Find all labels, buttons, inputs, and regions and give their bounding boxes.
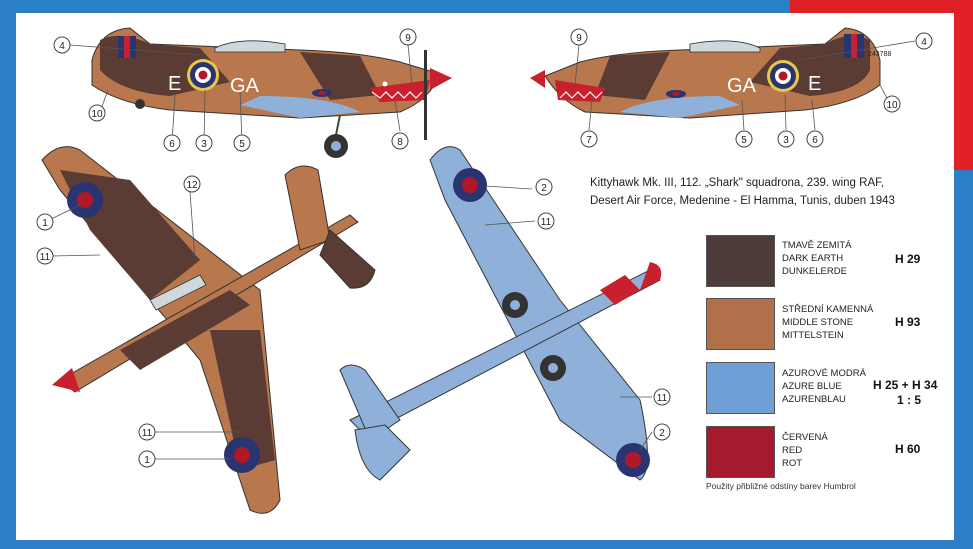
humbrol-note: Použity přibližné odstíny barev Humbrol	[706, 481, 856, 491]
swatch-azure-blue	[706, 362, 775, 414]
callout-10-left: 10	[88, 104, 106, 122]
callout-10-right: 10	[883, 95, 901, 113]
svg-text:3: 3	[201, 139, 207, 150]
callout-3-left: 3	[195, 134, 213, 152]
caption-line-1: Kittyhawk Mk. III, 112. „Shark" squadron…	[590, 177, 885, 189]
svg-text:1: 1	[42, 218, 48, 229]
callout-3-right: 3	[777, 130, 795, 148]
squadron-code-right: GA	[727, 75, 757, 97]
callout-5-left: 5	[233, 134, 251, 152]
svg-text:10: 10	[91, 109, 103, 120]
humbrol-code-azure-blue: H 25 + H 34	[873, 378, 938, 392]
callout-9-left: 9	[399, 28, 417, 46]
svg-text:9: 9	[405, 33, 411, 44]
callout-2-bottom-lower: 2	[653, 423, 671, 441]
svg-text:5: 5	[239, 139, 245, 150]
svg-text:11: 11	[40, 252, 51, 263]
callout-9-right: 9	[570, 28, 588, 46]
callout-5-right: 5	[735, 130, 753, 148]
humbrol-code-dark-earth: H 29	[895, 252, 921, 266]
svg-text:4: 4	[921, 37, 927, 48]
swatch-dark-earth	[706, 235, 775, 287]
callout-11-bottom: 11	[537, 212, 555, 230]
code-letter-left: E	[168, 73, 181, 95]
callout-11-bottom-lower: 11	[653, 388, 671, 406]
callout-6-left: 6	[163, 134, 181, 152]
side-view-right	[530, 27, 881, 119]
svg-text:11: 11	[541, 217, 552, 228]
callout-11-top: 11	[36, 247, 54, 265]
top-view	[41, 146, 376, 514]
svg-text:10: 10	[886, 100, 898, 111]
svg-text:4: 4	[59, 41, 65, 52]
code-letter-right: E	[808, 73, 821, 95]
svg-text:2: 2	[541, 183, 547, 194]
svg-text:2: 2	[659, 428, 665, 439]
squadron-code-left: GA	[230, 75, 260, 97]
callout-7-right: 7	[580, 130, 598, 148]
svg-text:5: 5	[741, 135, 747, 146]
callout-4-right: 4	[915, 32, 933, 50]
svg-text:6: 6	[812, 135, 818, 146]
svg-text:3: 3	[783, 135, 789, 146]
aircraft-caption: Kittyhawk Mk. III, 112. „Shark" squadron…	[590, 174, 950, 210]
humbrol-code-middle-stone: H 93	[895, 315, 921, 329]
callout-8-left: 8	[391, 132, 409, 150]
svg-text:11: 11	[142, 428, 153, 439]
side-view-left	[91, 27, 452, 158]
callout-4-left: 4	[53, 36, 71, 54]
callout-6-right: 6	[806, 130, 824, 148]
humbrol-code-red: H 60	[895, 442, 921, 456]
red-side-strip	[954, 0, 973, 170]
serial-number: 243788	[868, 51, 891, 58]
swatch-red	[706, 426, 775, 478]
svg-text:11: 11	[657, 393, 668, 404]
svg-text:8: 8	[397, 137, 403, 148]
svg-text:12: 12	[186, 180, 198, 191]
svg-text:6: 6	[169, 139, 175, 150]
callout-12-top: 12	[183, 175, 201, 193]
callout-2-bottom: 2	[535, 178, 553, 196]
callout-1-top-lower: 1	[138, 450, 156, 468]
callout-1-top: 1	[36, 213, 54, 231]
svg-text:9: 9	[576, 33, 582, 44]
caption-line-2: Desert Air Force, Medenine - El Hamma, T…	[590, 195, 895, 207]
bottom-view	[339, 146, 662, 481]
svg-text:1: 1	[144, 455, 150, 466]
callout-11-top-lower: 11	[138, 423, 156, 441]
red-corner-strip	[790, 0, 973, 13]
humbrol-ratio-azure-blue: 1 : 5	[897, 393, 922, 407]
svg-text:7: 7	[586, 135, 592, 146]
swatch-middle-stone	[706, 298, 775, 350]
